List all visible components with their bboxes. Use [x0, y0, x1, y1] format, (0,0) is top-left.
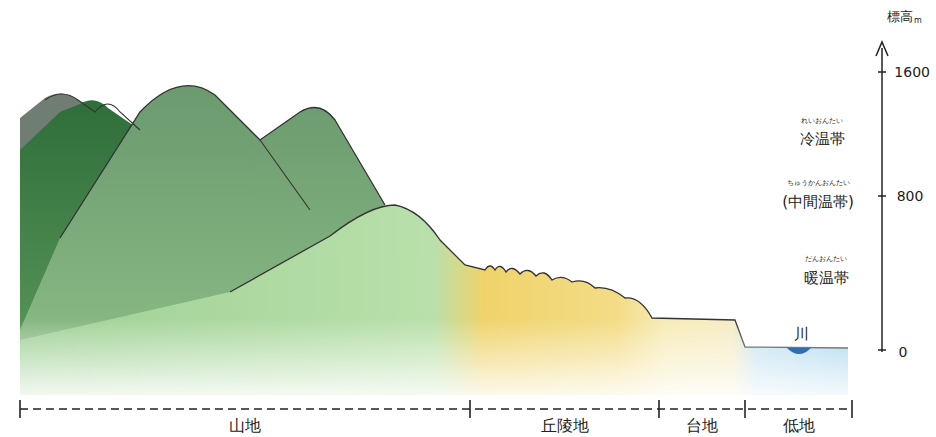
axis-tick [878, 195, 886, 197]
axis-tick [878, 349, 886, 351]
axis-line [881, 48, 883, 352]
axis-arrow [876, 42, 888, 56]
ruby: ちゅうかんおんたい [787, 180, 850, 187]
landform-label: 台地 [686, 418, 718, 434]
axis-tick [878, 71, 886, 73]
zone-bracket [20, 408, 852, 410]
river [787, 348, 811, 354]
zone-label: 冷温帯 [800, 132, 845, 147]
landform-label: 山地 [229, 418, 261, 434]
soft-fade [20, 80, 850, 398]
axis-title: 標高 [887, 10, 913, 23]
axis-unit: m [914, 17, 922, 25]
zone-label: 暖温帯 [804, 271, 849, 286]
landform-label: 低地 [783, 418, 815, 434]
zone-ticks [20, 400, 852, 418]
ruby: れいおんたい [801, 118, 843, 125]
ruby: だんおんたい [805, 256, 847, 263]
landform-label: 丘陵地 [541, 418, 589, 434]
axis-value: 800 [897, 189, 924, 203]
axis-value: 0 [899, 345, 908, 359]
zone-label: (中間温帯) [782, 195, 854, 210]
river-label: 川 [794, 327, 809, 342]
axis-value: 1600 [894, 65, 930, 79]
